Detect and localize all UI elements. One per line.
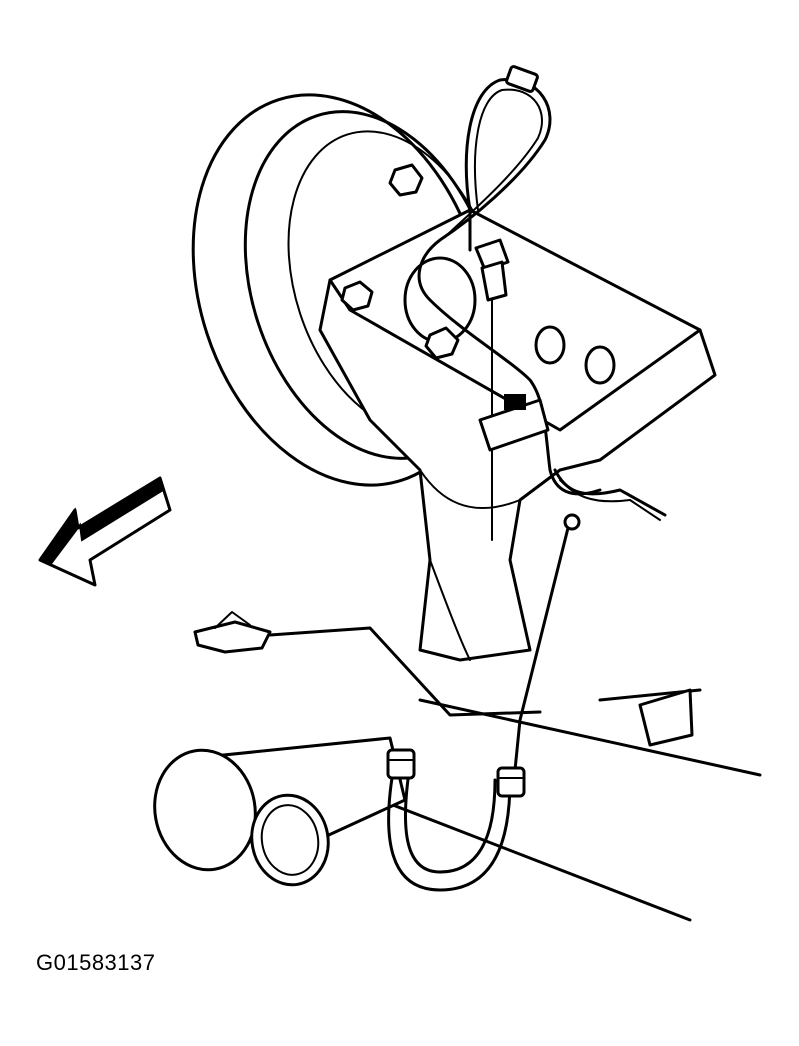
- bleeder-bolt: [474, 238, 510, 541]
- brake-line-upper: [417, 65, 602, 496]
- hub-openings: [403, 256, 616, 385]
- hose-bracket: [478, 394, 550, 452]
- arrow-front-icon: [38, 476, 172, 587]
- brake-line-left: [193, 611, 542, 717]
- crossmember-tube: [153, 736, 407, 887]
- brake-line-rear: [513, 468, 667, 772]
- figure-id: G01583137: [36, 950, 156, 975]
- flex-brake-hose: [386, 748, 526, 892]
- mounting-nuts: [340, 163, 460, 360]
